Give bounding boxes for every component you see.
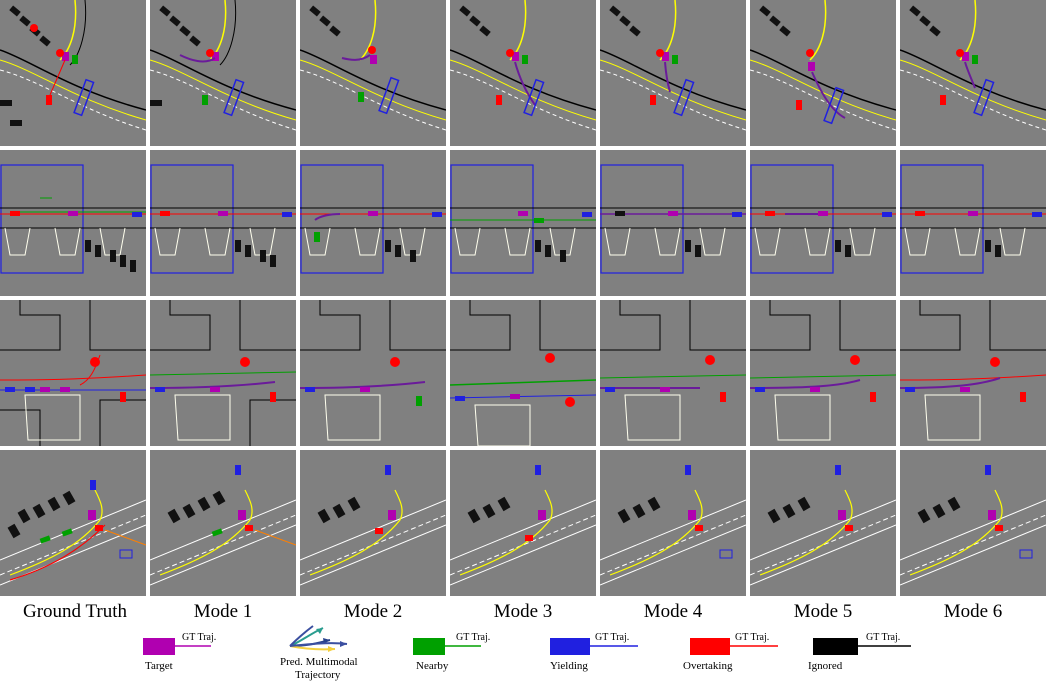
legend-target-label: Target — [145, 660, 173, 672]
scene-row2-mode1 — [150, 150, 296, 296]
scene-row2-mode2 — [300, 150, 446, 296]
legend-pred-arrows-icon — [289, 625, 348, 652]
scene-row4-mode5 — [750, 450, 896, 596]
scene-row1-mode1 — [150, 0, 296, 146]
legend-target-traj: GT Traj. — [182, 632, 217, 643]
scene-row1-mode4 — [600, 0, 746, 146]
column-label-mode4: Mode 4 — [643, 601, 703, 622]
legend-overtaking-traj: GT Traj. — [735, 632, 770, 643]
scene-row1-mode3 — [450, 0, 596, 146]
legend-pred-label-line2: Trajectory — [295, 669, 341, 681]
scene-row1-mode6 — [900, 0, 1046, 146]
scene-row4-mode3 — [450, 450, 596, 596]
legend-nearby-traj: GT Traj. — [456, 632, 491, 643]
scene-row1-mode2 — [300, 0, 446, 146]
legend: GT Traj. Target Pred. Multimodal Traject… — [0, 624, 1046, 684]
scene-row2-mode5 — [750, 150, 896, 296]
legend-overtaking-label: Overtaking — [683, 660, 733, 672]
legend-ignored-traj: GT Traj. — [866, 632, 901, 643]
scene-row3-mode3 — [450, 300, 596, 446]
scene-row3-mode5 — [750, 300, 896, 446]
legend-yielding-swatch — [550, 638, 638, 655]
legend-ignored-label: Ignored — [808, 660, 843, 672]
scene-row3-mode2 — [300, 300, 446, 446]
legend-nearby-swatch — [413, 638, 481, 655]
scene-row2-mode4 — [600, 150, 746, 296]
scene-row2-mode3 — [450, 150, 596, 296]
legend-ignored-swatch — [813, 638, 911, 655]
scene-row3-mode4 — [600, 300, 746, 446]
column-label-mode2: Mode 2 — [343, 601, 403, 622]
scene-row2-mode6 — [900, 150, 1046, 296]
scene-row3-ground-truth — [0, 300, 146, 446]
scene-row4-ground-truth — [0, 450, 146, 596]
legend-yielding-traj: GT Traj. — [595, 632, 630, 643]
scene-row1-ground-truth — [0, 0, 146, 146]
scene-row3-mode6 — [900, 300, 1046, 446]
column-label-mode5: Mode 5 — [793, 601, 853, 622]
scene-row3-mode1 — [150, 300, 296, 446]
legend-yielding-label: Yielding — [550, 660, 588, 672]
legend-pred-label-line1: Pred. Multimodal — [280, 656, 358, 668]
scene-row2-ground-truth — [0, 150, 146, 296]
scene-row4-mode2 — [300, 450, 446, 596]
scene-row1-mode5 — [750, 0, 896, 146]
scene-row4-mode4 — [600, 450, 746, 596]
legend-nearby-label: Nearby — [416, 660, 449, 672]
legend-target-swatch — [143, 638, 211, 655]
legend-overtaking-swatch — [690, 638, 778, 655]
scene-row4-mode1 — [150, 450, 296, 596]
column-label-mode3: Mode 3 — [493, 601, 553, 622]
column-label-mode6: Mode 6 — [943, 601, 1003, 622]
scene-row4-mode6 — [900, 450, 1046, 596]
column-label-mode1: Mode 1 — [193, 601, 253, 622]
column-label-ground-truth: Ground Truth — [23, 601, 127, 622]
scenario-grid — [0, 0, 1046, 596]
